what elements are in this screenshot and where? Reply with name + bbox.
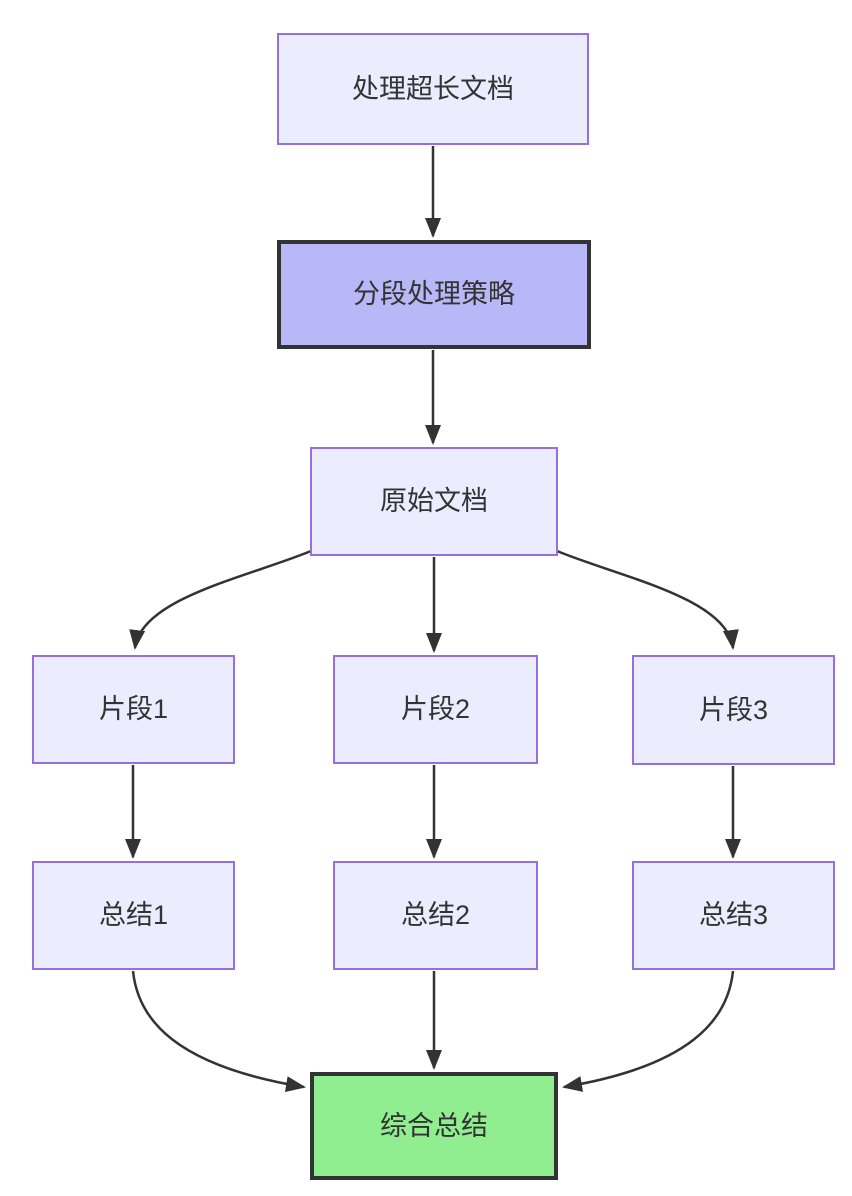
edge-c-d3 — [556, 549, 739, 650]
node-segmentation-strategy: 分段处理策略 — [277, 240, 591, 349]
edge-e1-f — [131, 970, 306, 1092]
node-label: 总结1 — [98, 900, 169, 931]
node-label: 处理超长文档 — [352, 73, 514, 104]
edge-e3-f — [562, 970, 735, 1092]
node-original-document: 原始文档 — [310, 447, 558, 556]
node-combined-summary: 综合总结 — [310, 1072, 558, 1180]
node-fragment-1: 片段1 — [32, 655, 235, 764]
node-summary-2: 总结2 — [333, 861, 538, 970]
node-label: 片段3 — [698, 694, 769, 725]
node-fragment-2: 片段2 — [333, 655, 538, 764]
node-label: 原始文档 — [380, 486, 488, 517]
node-summary-1: 总结1 — [32, 861, 235, 970]
node-fragment-3: 片段3 — [632, 655, 835, 765]
node-label: 总结2 — [400, 900, 471, 931]
node-summary-3: 总结3 — [632, 861, 835, 970]
node-label: 总结3 — [698, 900, 769, 931]
node-label: 片段1 — [98, 694, 169, 725]
node-label: 分段处理策略 — [353, 279, 515, 310]
node-handle-long-document: 处理超长文档 — [277, 33, 589, 145]
node-label: 综合总结 — [380, 1110, 488, 1141]
node-label: 片段2 — [400, 694, 471, 725]
edge-c-d1 — [129, 549, 312, 650]
